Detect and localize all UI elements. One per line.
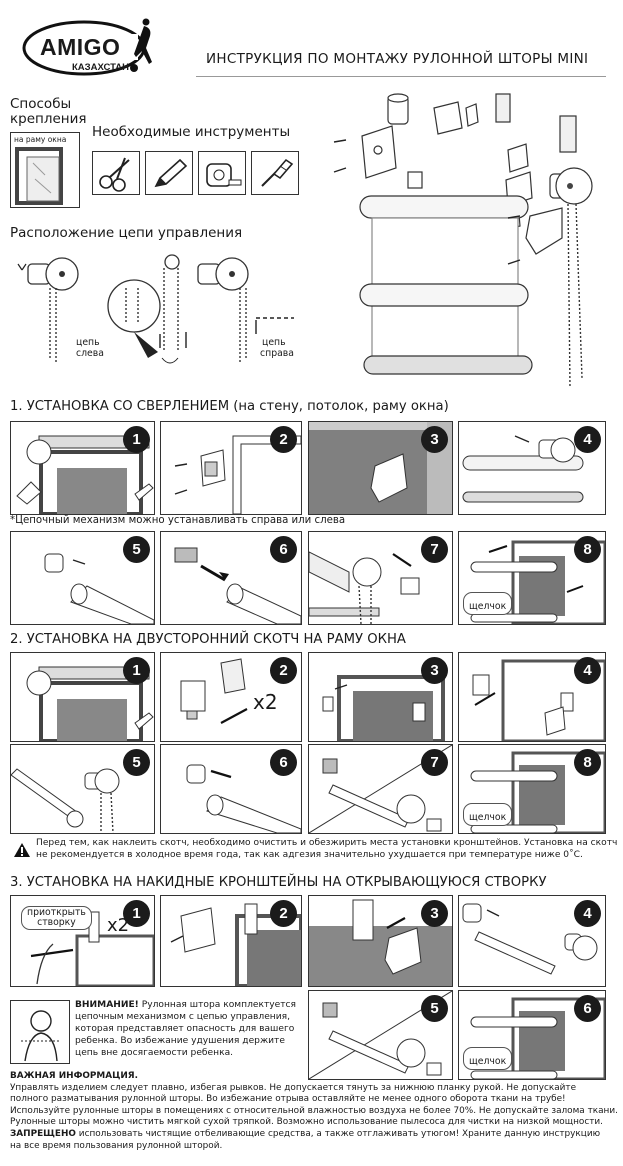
- window-frame-mount-thumbnail: на раму окна: [10, 132, 80, 208]
- chain-left-label-1: цепь: [76, 337, 100, 348]
- s2-step-5-number: 5: [123, 749, 150, 776]
- attention-line-3: которая представляет опасность для вашег…: [75, 1024, 295, 1034]
- s2-step-5-panel: 5: [10, 744, 155, 834]
- attention-line-5: цепь вне досягаемости ребенка.: [75, 1048, 234, 1058]
- s1-click-bubble: щелчок: [463, 592, 513, 615]
- s1-step-8-number: 8: [574, 536, 601, 563]
- s3-step-3-panel: 3: [308, 895, 453, 987]
- s3-x2-label: x2: [107, 915, 130, 936]
- s3-step-2-panel: 2: [160, 895, 302, 987]
- s1-step-3-panel: 3: [308, 421, 453, 515]
- mount-methods-label: Способы крепления: [10, 96, 87, 127]
- s1-step-4-panel: 4: [458, 421, 606, 515]
- s3-step-5-panel: 5: [308, 990, 453, 1080]
- s2-step-1-number: 1: [123, 657, 150, 684]
- s3-step-1-panel: приоткрыть створку x2 1: [10, 895, 155, 987]
- s1-step-7-number: 7: [421, 536, 448, 563]
- s2-click-bubble: щелчок: [463, 803, 513, 826]
- page-title: ИНСТРУКЦИЯ ПО МОНТАЖУ РУЛОННОЙ ШТОРЫ MIN…: [206, 51, 589, 67]
- s1-click-label: щелчок: [469, 601, 507, 612]
- s2-step-7-panel: 7: [308, 744, 453, 834]
- warning-line-2: не рекомендуется в холодное время года, …: [36, 850, 583, 860]
- s1-step-6-number: 6: [270, 536, 297, 563]
- s2-click-label: щелчок: [469, 812, 507, 823]
- open-sash-label-1: приоткрыть: [27, 907, 86, 918]
- chain-right-label-2: справа: [260, 348, 294, 359]
- s2-step-7-number: 7: [421, 749, 448, 776]
- s2-step-3-panel: 3: [308, 652, 453, 742]
- s1-step-2-number: 2: [270, 426, 297, 453]
- tape-measure-icon: [198, 151, 246, 195]
- important-line-6: на все время пользования рулонной шторой…: [10, 1140, 223, 1151]
- warning-line-1: Перед тем, как наклеить скотч, необходим…: [36, 838, 618, 848]
- s1-step-5-number: 5: [123, 536, 150, 563]
- attention-text: ВНИМАНИЕ! Рулонная штора комплектуется ц…: [75, 999, 305, 1059]
- chain-left-label-2: слева: [76, 348, 104, 359]
- s3-step-6-panel: щелчок 6: [458, 990, 606, 1080]
- open-sash-bubble: приоткрыть створку: [21, 906, 92, 930]
- s3-step-4-number: 4: [574, 900, 601, 927]
- attention-line-2: цепочным механизмом с цепью управления,: [75, 1012, 290, 1022]
- s2-x2-label: x2: [253, 690, 278, 714]
- s3-step-4-panel: 4: [458, 895, 606, 987]
- s2-step-2-panel: x2 2: [160, 652, 302, 742]
- s3-click-bubble: щелчок: [463, 1047, 513, 1070]
- s2-step-3-number: 3: [421, 657, 448, 684]
- section1-title: 1. УСТАНОВКА СО СВЕРЛЕНИЕМ (на стену, по…: [10, 399, 449, 414]
- warning-icon: [13, 842, 31, 858]
- s1-step-5-panel: 5: [10, 531, 155, 625]
- s1-step-8-panel: щелчок 8: [458, 531, 606, 625]
- s2-step-4-panel: 4: [458, 652, 606, 742]
- important-line-5: использовать чистящие отбеливающие средс…: [75, 1128, 601, 1139]
- logo-text: AMIGO: [40, 34, 121, 60]
- s2-step-2-number: 2: [270, 657, 297, 684]
- section1-note: *Цепочный механизм можно устанавливать с…: [10, 515, 346, 526]
- chain-position-title: Расположение цепи управления: [10, 225, 243, 241]
- s1-step-1-number: 1: [123, 426, 150, 453]
- important-forbidden: ЗАПРЕЩЕНО: [10, 1128, 76, 1139]
- tools-title: Необходимые инструменты: [92, 124, 291, 140]
- attention-bold: ВНИМАНИЕ!: [75, 1000, 139, 1010]
- s3-step-5-number: 5: [421, 995, 448, 1022]
- s3-step-3-number: 3: [421, 900, 448, 927]
- s2-step-1-panel: 1: [10, 652, 155, 742]
- section2-title: 2. УСТАНОВКА НА ДВУСТОРОННИЙ СКОТЧ НА РА…: [10, 632, 406, 647]
- logo-subtitle: КАЗАХСТАН: [72, 62, 129, 73]
- important-line-1: Управлять изделием следует плавно, избег…: [10, 1082, 577, 1093]
- header-rule: [196, 76, 606, 77]
- scissors-icon: [92, 151, 140, 195]
- s2-step-8-number: 8: [574, 749, 601, 776]
- exploded-assembly-diagram: [330, 88, 610, 408]
- important-line-3: Используйте рулонные шторы в помещениях …: [10, 1105, 618, 1116]
- open-sash-label-2: створку: [37, 916, 76, 928]
- s3-click-label: щелчок: [469, 1056, 507, 1067]
- s3-step-6-number: 6: [574, 995, 601, 1022]
- screwdriver-icon: [251, 151, 299, 195]
- important-line-2: полного разматывания рулонной шторы. Во …: [10, 1094, 566, 1105]
- s2-step-4-number: 4: [574, 657, 601, 684]
- child-safety-illustration: [10, 1000, 70, 1064]
- chain-position-diagram: цепь слева цепь справа: [14, 248, 314, 384]
- s1-step-6-panel: 6: [160, 531, 302, 625]
- attention-line-1: Рулонная штора комплектуется: [138, 1000, 297, 1010]
- s2-step-6-panel: 6: [160, 744, 302, 834]
- s3-step-1-number: 1: [123, 900, 150, 927]
- s1-step-2-panel: 2: [160, 421, 302, 515]
- pencil-icon: [145, 151, 193, 195]
- attention-line-4: ребенка. Во избежание удушения держите: [75, 1036, 285, 1046]
- chain-right-label-1: цепь: [262, 337, 286, 348]
- window-frame-label: на раму окна: [14, 135, 67, 144]
- s2-step-8-panel: щелчок 8: [458, 744, 606, 834]
- logo: [18, 16, 168, 82]
- important-info: ВАЖНАЯ ИНФОРМАЦИЯ. Управлять изделием сл…: [10, 1071, 618, 1152]
- important-line-4: Рулонные шторы можно чистить мягкой сухо…: [10, 1117, 603, 1128]
- s1-step-1-panel: 1: [10, 421, 155, 515]
- s1-step-3-number: 3: [421, 426, 448, 453]
- s1-step-7-panel: 7: [308, 531, 453, 625]
- s3-step-2-number: 2: [270, 900, 297, 927]
- section3-title: 3. УСТАНОВКА НА НАКИДНЫЕ КРОНШТЕЙНЫ НА О…: [10, 875, 547, 890]
- s2-step-6-number: 6: [270, 749, 297, 776]
- important-title: ВАЖНАЯ ИНФОРМАЦИЯ.: [10, 1071, 138, 1081]
- s1-step-4-number: 4: [574, 426, 601, 453]
